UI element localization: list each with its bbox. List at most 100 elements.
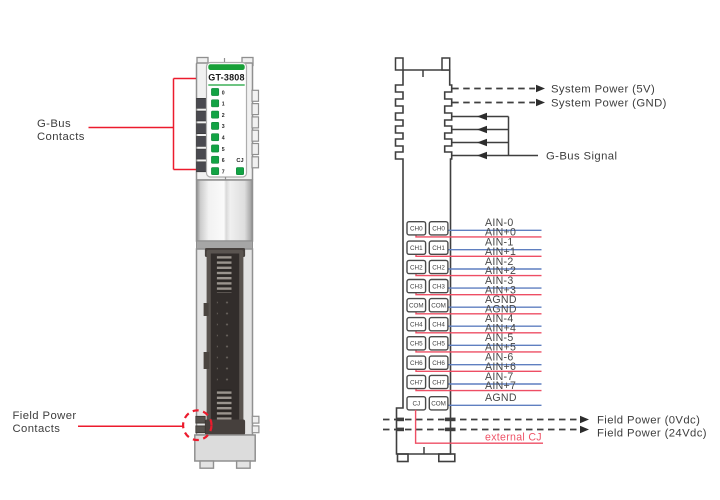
terminal-row-3: CH3 CH3 AIN-3 AIN+3 (406, 275, 542, 296)
right-side-tabs (251, 415, 260, 434)
wire-label-plus: AIN+2 (485, 265, 516, 277)
svg-text:CH1: CH1 (410, 245, 423, 252)
wiring-diagram: System Power (5V) System Power (GND) G-B… (383, 57, 707, 463)
wire-label-minus: AIN-6 (485, 352, 514, 364)
svg-text:COM: COM (431, 401, 446, 408)
field-power-label-line2: Contacts (13, 423, 61, 435)
field-power-0v-label: Field Power (0Vdc) (597, 414, 700, 426)
terminal-box (428, 316, 449, 332)
svg-text:CH6: CH6 (432, 360, 445, 367)
wire-label-minus: AIN-4 (485, 313, 514, 325)
svg-text:CH1: CH1 (432, 245, 445, 252)
terminal-box (428, 259, 449, 275)
wire-label-plus: AIN+3 (485, 284, 516, 296)
svg-text:3: 3 (222, 124, 225, 130)
bottom-band (194, 434, 256, 462)
terminal-box (406, 259, 427, 275)
external-cj-label: external CJ (485, 431, 542, 443)
wire-label-minus: AIN-0 (485, 217, 514, 229)
terminal-box (428, 395, 449, 411)
terminal-row-8: CH7 CH7 AIN-7 AIN+7 (406, 371, 542, 392)
svg-text:CH0: CH0 (410, 226, 423, 233)
wire-label-plus: AIN+0 (485, 227, 516, 239)
system-power-5v-arrow (452, 84, 545, 93)
svg-text:CH6: CH6 (410, 360, 423, 367)
terminal-row-9: CJ COM AGND (406, 392, 542, 411)
svg-text:CH2: CH2 (410, 264, 423, 271)
terminal-box (406, 240, 427, 255)
arrow-left-icon (477, 125, 487, 134)
field-power-label-line1: Field Power (13, 410, 77, 422)
outline-top-hooks (394, 57, 451, 71)
led-number-labels: 0 1 2 3 4 5 6 7 (222, 90, 225, 175)
arrow-right-icon (536, 84, 545, 93)
terminal-box (428, 335, 449, 351)
field-callout-circle (182, 409, 213, 442)
wire-label-plus: AGND (485, 303, 517, 315)
terminal-box (406, 355, 427, 371)
terminal-row-1: CH1 CH1 AIN-1 AIN+1 (406, 237, 542, 258)
gbus-connector-teeth (251, 89, 260, 169)
gbus-contacts-label-line2: Contacts (37, 131, 85, 143)
wire-label-plus: AIN+1 (485, 246, 516, 258)
terminal-box (406, 297, 427, 313)
terminal-box (428, 374, 449, 390)
io-connector (203, 248, 246, 435)
svg-text:CH2: CH2 (432, 264, 445, 271)
terminal-box (406, 374, 427, 390)
cj-led-label: CJ (236, 158, 243, 164)
svg-text:CH3: CH3 (410, 283, 423, 290)
terminal-box (406, 316, 427, 332)
bottom-feet (199, 460, 251, 469)
svg-text:1: 1 (222, 102, 225, 108)
svg-text:CJ: CJ (412, 401, 420, 408)
terminal-box (406, 335, 427, 351)
system-power-gnd-arrow (452, 98, 545, 107)
arrow-right-icon (580, 425, 589, 434)
external-cj-wire (414, 409, 543, 444)
arrow-left-icon (477, 112, 487, 121)
arrow-left-icon (477, 138, 487, 147)
panel-green-bar (208, 64, 245, 70)
module-model-label: GT-3808 (208, 73, 244, 83)
wire-label-plus: AIN+5 (485, 342, 516, 354)
wire-label-plus: AIN+6 (485, 361, 516, 373)
svg-text:7: 7 (222, 169, 225, 175)
wire-label-minus: AIN-5 (485, 332, 514, 344)
svg-text:CH5: CH5 (410, 341, 423, 348)
gbus-contacts-label-line1: G-Bus (37, 118, 71, 130)
svg-text:CH4: CH4 (432, 322, 445, 329)
field-power-24v-label: Field Power (24Vdc) (597, 427, 707, 439)
gbus-callout-bracket (88, 77, 196, 171)
module-illustration: GT-3808 0 1 2 3 4 5 6 7 CJ (13, 56, 260, 469)
wire-label-minus: AIN-2 (485, 256, 514, 268)
system-power-5v-label: System Power (5V) (551, 84, 655, 96)
svg-text:2: 2 (222, 113, 225, 119)
field-power-lines (383, 415, 589, 434)
terminal-box (406, 278, 427, 294)
arrow-right-icon (536, 98, 545, 107)
svg-text:CH7: CH7 (432, 379, 445, 386)
field-power-contacts (195, 415, 206, 434)
mid-band-ledge (196, 240, 253, 250)
svg-text:CH7: CH7 (410, 379, 423, 386)
svg-text:CH4: CH4 (410, 322, 423, 329)
gbus-signal-label: G-Bus Signal (546, 151, 617, 163)
terminal-box (428, 297, 449, 313)
svg-text:5: 5 (222, 147, 225, 153)
wire-label-minus: AIN-7 (485, 371, 514, 383)
wire-label-minus: AGND (485, 392, 517, 404)
cj-led (236, 167, 244, 175)
terminal-row-6: CH5 CH5 AIN-5 AIN+5 (406, 332, 542, 354)
terminal-row-2: CH2 CH2 AIN-2 AIN+2 (406, 256, 542, 277)
arrow-left-icon (477, 151, 487, 160)
wire-label-minus: AGND (485, 294, 517, 306)
svg-text:0: 0 (222, 90, 225, 96)
outline-feet (396, 453, 456, 463)
terminal-box (428, 240, 449, 255)
svg-text:COM: COM (409, 303, 424, 310)
terminal-box (428, 355, 449, 371)
svg-text:4: 4 (222, 136, 225, 142)
svg-text:6: 6 (222, 158, 225, 164)
